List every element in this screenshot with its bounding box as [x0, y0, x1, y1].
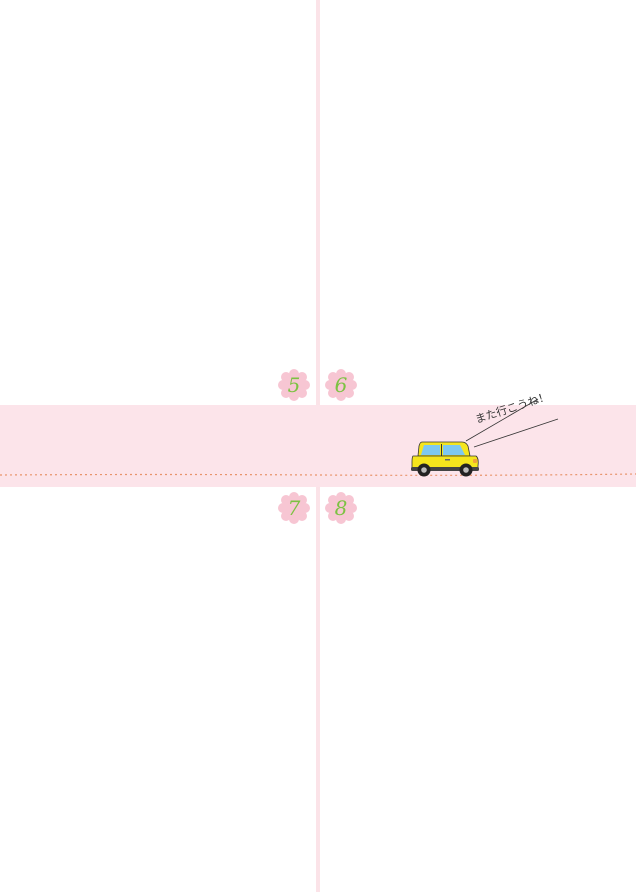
- page-badge-6: 6: [325, 369, 357, 401]
- yellow-car-icon: [411, 441, 479, 477]
- page-badge-7: 7: [278, 492, 310, 524]
- page-number: 7: [287, 496, 301, 520]
- speech-lines: [465, 398, 559, 448]
- flower-icon: [278, 369, 310, 401]
- flower-icon: [325, 369, 357, 401]
- flower-icon: [278, 492, 310, 524]
- pink-band: [0, 405, 636, 487]
- page-number: 6: [334, 373, 348, 397]
- page-badge-8: 8: [325, 492, 357, 524]
- dotted-road-line: [0, 473, 636, 476]
- page-badge-5: 5: [278, 369, 310, 401]
- page-number: 5: [287, 373, 301, 397]
- flower-icon: [325, 492, 357, 524]
- page-number: 8: [334, 496, 348, 520]
